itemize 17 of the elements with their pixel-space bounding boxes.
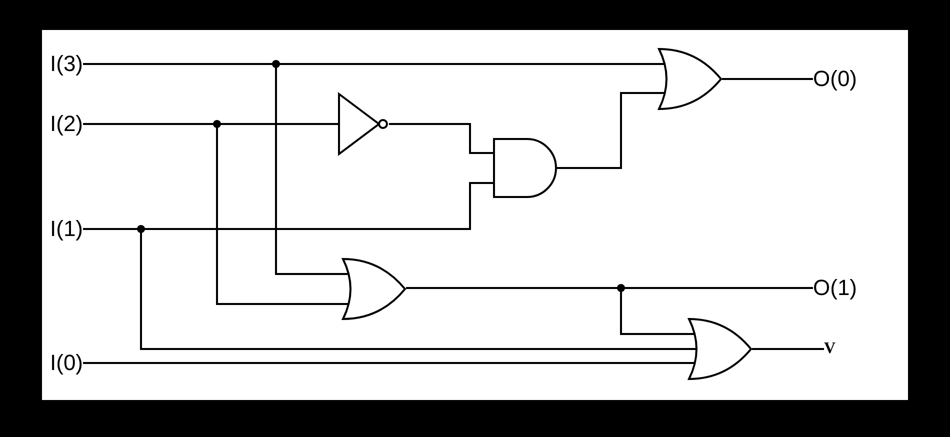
or-gate <box>688 318 752 380</box>
not-gate <box>338 93 389 155</box>
signal-label: O(0) <box>813 65 857 93</box>
wire <box>83 362 694 364</box>
signal-label: I(1) <box>50 215 83 243</box>
or-gate <box>342 258 406 320</box>
signal-label: I(2) <box>50 110 83 138</box>
wire <box>557 92 664 169</box>
signal-label: I(3) <box>50 50 83 78</box>
signal-label: I(0) <box>50 349 83 377</box>
wire <box>752 348 824 350</box>
signal-label: V <box>824 337 836 361</box>
or-gate <box>658 48 722 110</box>
and-gate <box>493 138 557 198</box>
wire <box>722 78 813 80</box>
signal-label: O(1) <box>813 274 857 302</box>
wire <box>389 123 493 154</box>
